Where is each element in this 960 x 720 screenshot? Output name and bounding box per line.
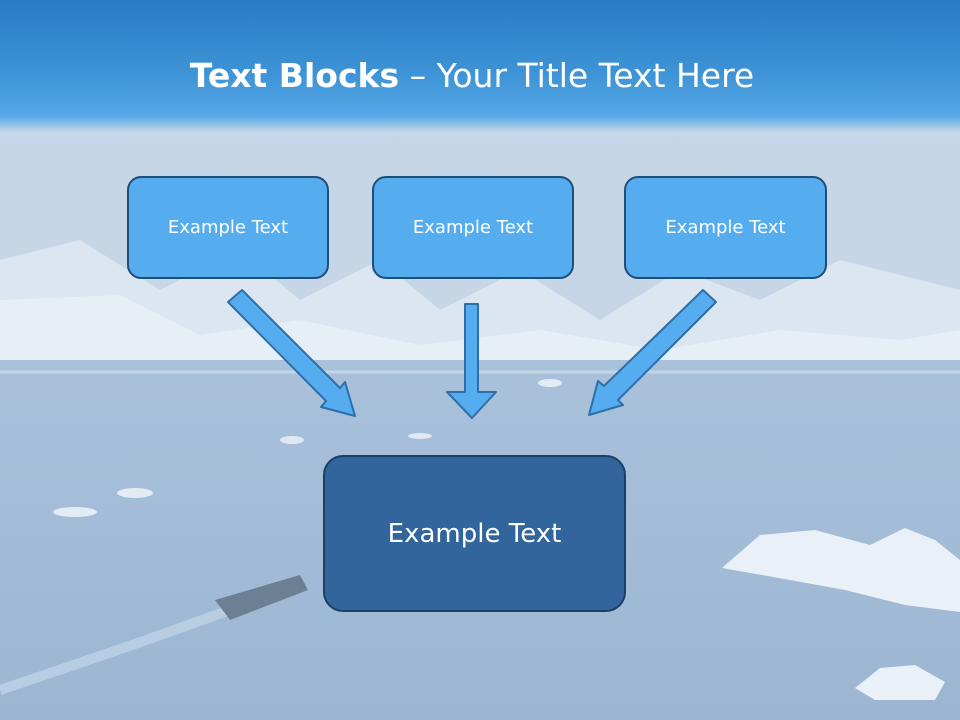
arrow-right xyxy=(588,289,717,416)
title-rest: Your Title Text Here xyxy=(436,56,755,95)
title-bar xyxy=(0,0,960,132)
title-separator: – xyxy=(399,56,437,95)
text-block-3-label: Example Text xyxy=(665,217,786,238)
text-block-2[interactable]: Example Text xyxy=(372,176,574,279)
text-block-1[interactable]: Example Text xyxy=(127,176,329,279)
main-text-block-label: Example Text xyxy=(387,518,562,549)
text-block-2-label: Example Text xyxy=(412,217,534,238)
arrow-left xyxy=(227,289,356,417)
slide-title: Text Blocks – Your Title Text Here xyxy=(0,54,944,98)
text-block-3[interactable]: Example Text xyxy=(624,176,827,279)
main-text-block[interactable]: Example Text xyxy=(323,455,626,612)
arrow-center xyxy=(446,303,497,419)
text-block-1-label: Example Text xyxy=(167,217,289,238)
title-bold: Text Blocks xyxy=(189,56,400,95)
